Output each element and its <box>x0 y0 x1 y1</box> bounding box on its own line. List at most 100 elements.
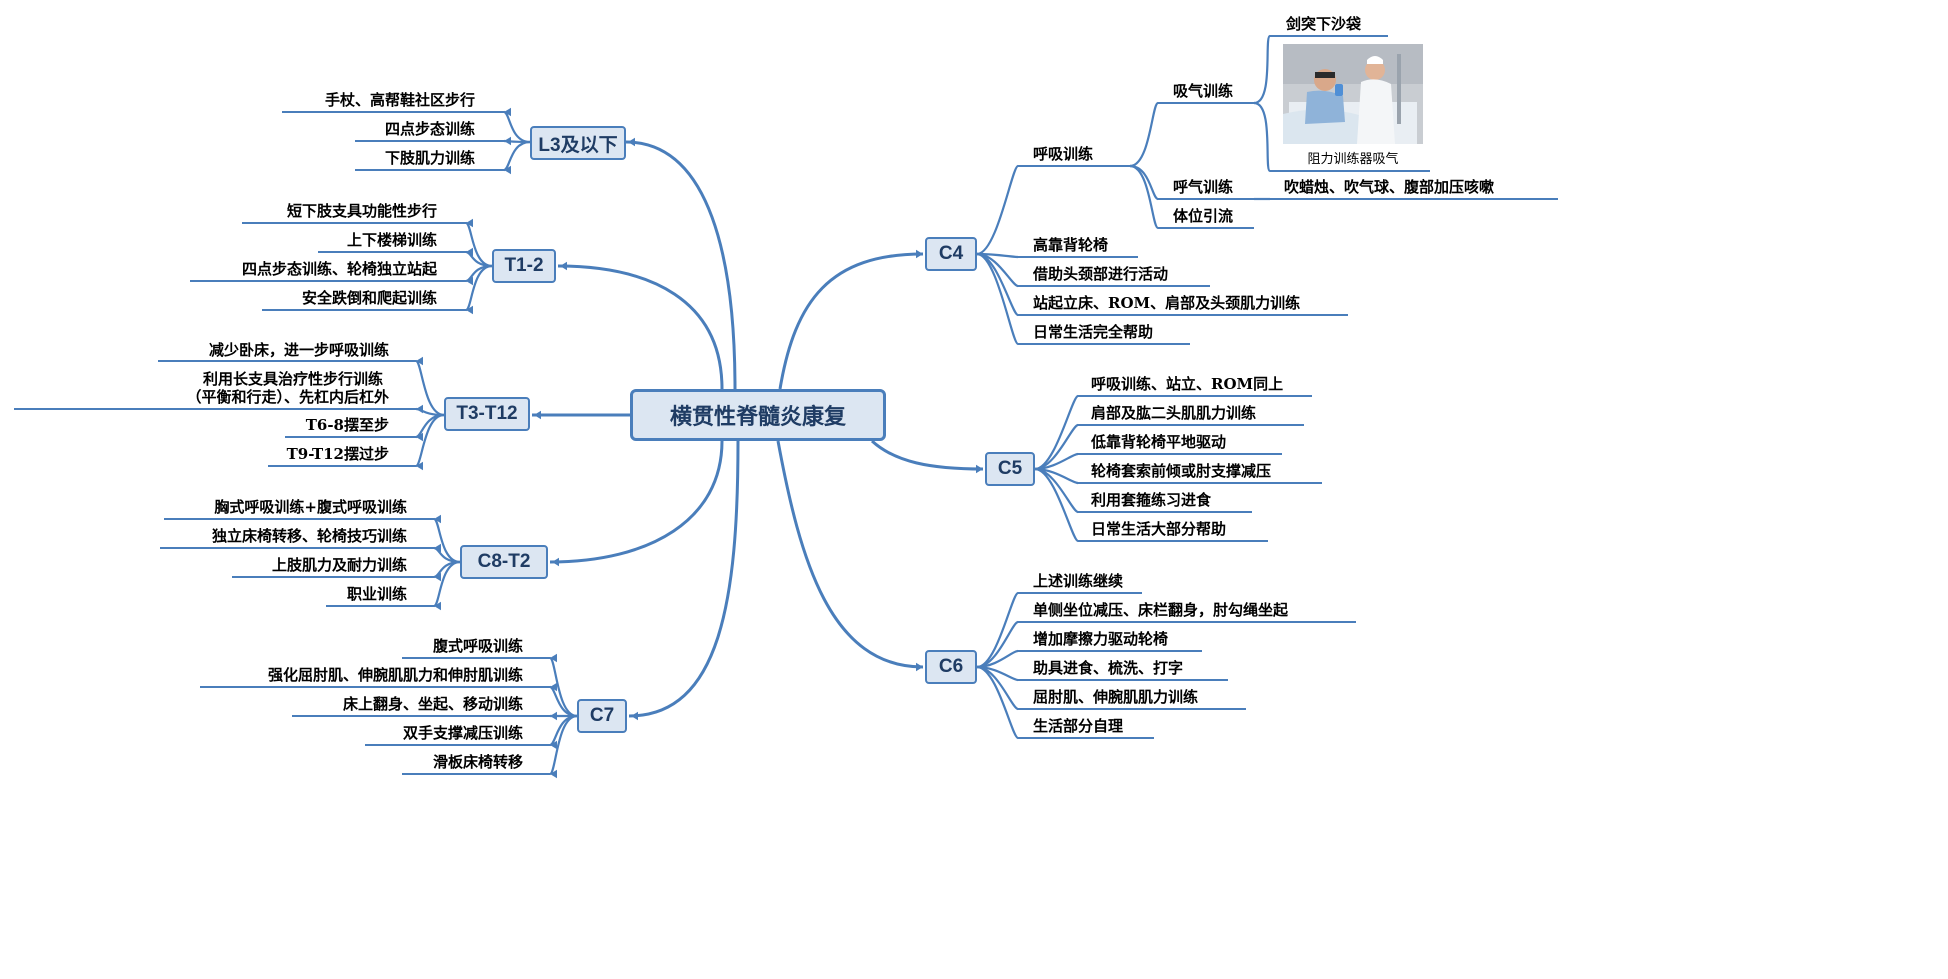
t312-item-2: 利用长支具治疗性步行训练 <box>202 370 383 388</box>
t312-item-4: T6-8摆至步 <box>305 416 389 434</box>
c8-item-4: 职业训练 <box>346 585 407 603</box>
link-root-c7-arrow <box>631 711 638 721</box>
link-root-c7 <box>628 440 740 718</box>
c7-item-3: 床上翻身、坐起、移动训练 <box>342 695 523 713</box>
link-root-c5-arrow <box>976 464 983 474</box>
link-root-l3 <box>625 140 737 390</box>
node-c8-t2[interactable]: C8-T2 <box>460 545 548 579</box>
link-c8-arrow-3 <box>434 572 441 582</box>
link-t12-arrow-3 <box>466 276 473 286</box>
link-t12-arrow-1 <box>466 218 473 228</box>
t12-item-2: 上下楼梯训练 <box>346 231 437 249</box>
link-root-t12-arrow <box>560 261 567 271</box>
l3-item-1: 手杖、高帮鞋社区步行 <box>324 91 475 109</box>
c8-item-2: 独立床椅转移、轮椅技巧训练 <box>211 527 407 545</box>
link-l3-arrow-3 <box>504 165 511 175</box>
link-breathing-1 <box>1129 101 1160 168</box>
postural-drainage: 体位引流 <box>1173 207 1234 225</box>
c4-item-2: 高靠背轮椅 <box>1033 236 1109 254</box>
link-t12-arrow-2 <box>466 247 473 257</box>
link-c4-5 <box>976 252 1020 346</box>
c8-item-1: 胸式呼吸训练+腹式呼吸训练 <box>214 498 407 516</box>
link-t312-arrow-1 <box>416 356 423 366</box>
link-l3-arrow-2 <box>504 136 511 146</box>
c6-item-3: 增加摩擦力驱动轮椅 <box>1033 630 1169 648</box>
t12-item-3: 四点步态训练、轮椅独立站起 <box>241 260 437 278</box>
link-t312-arrow-3 <box>416 432 423 442</box>
root-node[interactable]: 横贯性脊髓炎康复 <box>630 389 886 441</box>
link-root-c6 <box>776 440 924 669</box>
link-c5-6 <box>1034 467 1080 543</box>
link-c5-5 <box>1034 467 1079 514</box>
node-c6[interactable]: C6 <box>925 650 977 684</box>
link-t12-arrow-4 <box>466 305 473 315</box>
c6-item-5: 屈肘肌、伸腕肌肌力训练 <box>1033 688 1199 706</box>
node-t3-t12[interactable]: T3-T12 <box>444 397 530 431</box>
link-root-c8-arrow <box>552 557 559 567</box>
link-breathing-3 <box>1129 164 1160 230</box>
link-l3-arrow-1 <box>504 107 511 117</box>
c7-item-4: 双手支撑减压训练 <box>402 724 523 742</box>
photo-caption: 阻力训练器吸气 <box>1307 151 1399 166</box>
link-c7-arrow-3 <box>550 711 557 721</box>
link-root-c4-arrow <box>916 249 923 259</box>
t312-item-5: T9-T12摆过步 <box>286 445 389 463</box>
node-c4[interactable]: C4 <box>925 237 977 271</box>
link-root-c6-arrow <box>916 662 923 672</box>
link-inhale-1 <box>1253 34 1272 105</box>
c4-item-5: 日常生活完全帮助 <box>1033 323 1154 341</box>
sandbag-item: 剑突下沙袋 <box>1286 15 1362 33</box>
c6-item-6: 生活部分自理 <box>1033 717 1124 735</box>
exhale-detail: 吹蜡烛、吹气球、腹部加压咳嗽 <box>1284 178 1495 196</box>
link-t312-arrow-4 <box>416 461 423 471</box>
l3-item-3: 下肢肌力训练 <box>384 149 475 167</box>
c6-item-2: 单侧坐位减压、床栏翻身，肘勾绳坐起 <box>1033 601 1289 619</box>
c4-item-3: 借助头颈部进行活动 <box>1033 265 1169 283</box>
node-t1-2[interactable]: T1-2 <box>492 249 556 283</box>
link-root-l3-arrow <box>628 137 635 147</box>
link-c7-arrow-1 <box>550 653 557 663</box>
c6-item-1: 上述训练继续 <box>1033 572 1124 590</box>
resistance-trainer-photo <box>1283 44 1423 144</box>
c5-item-1: 呼吸训练、站立、ROM同上 <box>1091 375 1284 393</box>
link-c7-5 <box>548 714 578 776</box>
l3-item-2: 四点步态训练 <box>384 120 475 138</box>
c5-item-5: 利用套箍练习进食 <box>1091 491 1212 509</box>
link-c6-6 <box>976 665 1020 740</box>
link-t12-1 <box>464 221 493 268</box>
link-root-c4 <box>778 252 924 390</box>
exhale-training: 呼气训练 <box>1173 178 1234 196</box>
link-root-c5 <box>870 439 984 471</box>
link-c5-2 <box>1034 423 1079 471</box>
t12-item-4: 安全跌倒和爬起训练 <box>301 289 437 307</box>
node-l3[interactable]: L3及以下 <box>530 126 626 160</box>
link-root-c8 <box>549 440 724 564</box>
link-c7-arrow-5 <box>550 769 557 779</box>
link-t12-4 <box>464 264 493 312</box>
link-c8-1 <box>432 517 461 564</box>
c5-item-4: 轮椅套索前倾或肘支撑减压 <box>1091 462 1272 480</box>
link-c7-arrow-4 <box>550 740 557 750</box>
c8-item-3: 上肢肌力及耐力训练 <box>271 556 407 574</box>
c5-item-3: 低靠背轮椅平地驱动 <box>1091 433 1227 451</box>
mind-map: 横贯性脊髓炎康复 L3及以下 T1-2 T3-T12 C8-T2 C7 C4 C… <box>14 15 1558 779</box>
link-inhale-2 <box>1253 101 1272 173</box>
c7-item-1: 腹式呼吸训练 <box>432 637 523 655</box>
c7-item-2: 强化屈肘肌、伸腕肌肌力和伸肘肌训练 <box>267 666 523 684</box>
inhale-training: 吸气训练 <box>1173 82 1234 100</box>
link-c8-arrow-4 <box>434 601 441 611</box>
node-c5[interactable]: C5 <box>985 452 1035 486</box>
c4-item-breathing: 呼吸训练 <box>1033 145 1094 163</box>
link-c4-1 <box>976 164 1020 256</box>
c5-item-2: 肩部及肱二头肌肌力训练 <box>1091 404 1257 422</box>
c4-item-4: 站起立床、ROM、肩部及头颈肌力训练 <box>1033 294 1301 312</box>
link-c8-arrow-2 <box>434 543 441 553</box>
t312-item-3: （平衡和行走）、先杠内后杠外 <box>186 388 389 406</box>
c5-item-6: 日常生活大部分帮助 <box>1091 520 1227 538</box>
t312-item-1: 减少卧床，进一步呼吸训练 <box>208 341 389 359</box>
link-t312-4 <box>414 413 445 468</box>
link-c8-arrow-1 <box>434 514 441 524</box>
link-t312-1 <box>414 359 445 417</box>
link-c7-arrow-2 <box>550 682 557 692</box>
node-c7[interactable]: C7 <box>577 699 627 733</box>
